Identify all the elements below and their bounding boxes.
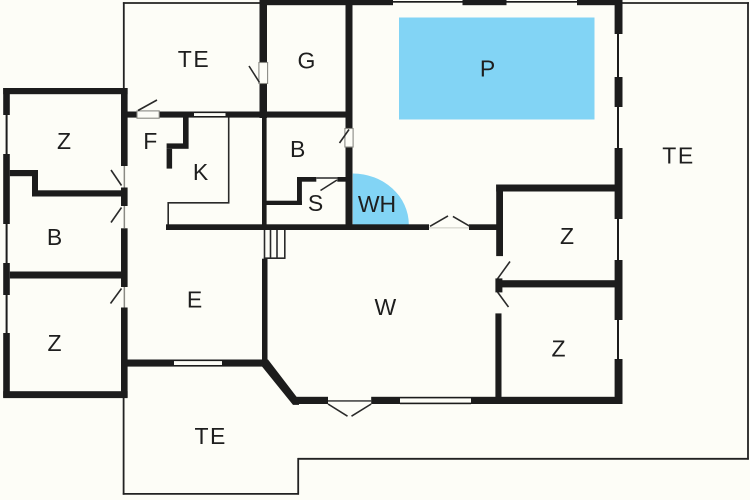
svg-text:WH: WH — [358, 191, 396, 217]
svg-text:TE: TE — [178, 46, 210, 72]
svg-text:P: P — [480, 55, 495, 81]
svg-text:B: B — [47, 224, 62, 250]
svg-text:S: S — [308, 190, 323, 216]
svg-text:B: B — [290, 136, 305, 162]
svg-text:Z: Z — [560, 223, 574, 249]
svg-text:W: W — [375, 294, 397, 320]
svg-text:E: E — [187, 287, 202, 313]
svg-text:TE: TE — [662, 142, 694, 168]
svg-text:K: K — [193, 159, 209, 185]
svg-text:G: G — [298, 47, 316, 73]
svg-text:Z: Z — [47, 330, 61, 356]
svg-text:Z: Z — [551, 336, 565, 362]
svg-text:Z: Z — [57, 128, 71, 154]
svg-text:TE: TE — [195, 423, 227, 449]
svg-text:F: F — [143, 128, 157, 154]
